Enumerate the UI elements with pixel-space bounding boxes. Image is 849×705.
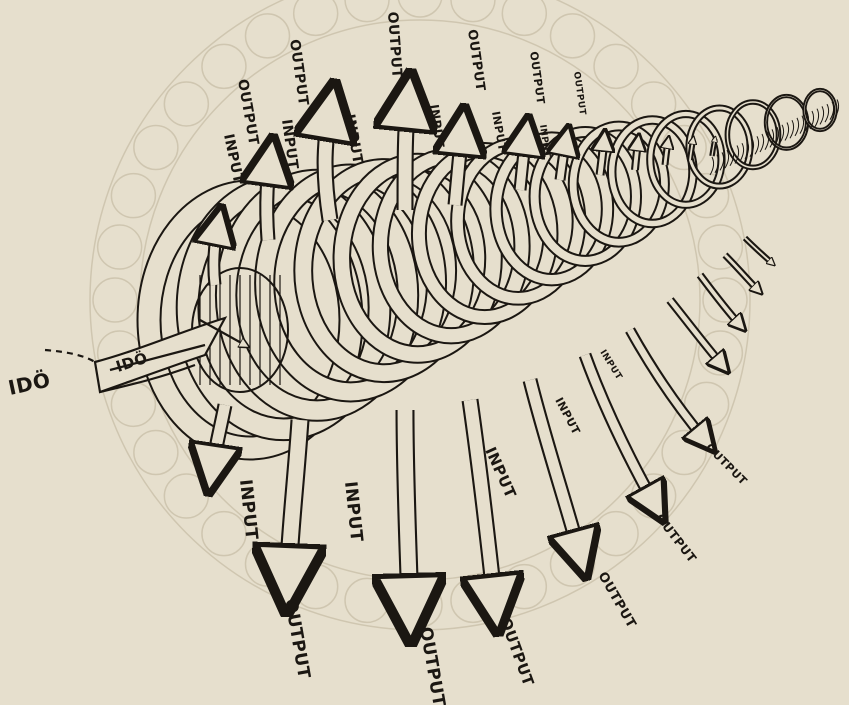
bottom-output-label: OUTPUT	[653, 511, 700, 565]
background-cell	[594, 512, 638, 556]
tip-stroke	[800, 116, 804, 134]
lower-arrow	[745, 238, 772, 263]
top-output-label: OUTPUT	[384, 11, 405, 79]
lower-arrow	[405, 410, 410, 610]
upper-arrow	[520, 135, 526, 190]
top-input-label: INPUT	[341, 113, 366, 166]
top-output-label: OUTPUT	[234, 78, 261, 147]
background-cell	[294, 0, 338, 35]
bottom-input-label: INPUT	[552, 395, 582, 437]
background-cell	[502, 0, 546, 35]
background-cell	[345, 0, 389, 22]
tip-stroke	[795, 118, 799, 136]
tip-stroke	[825, 104, 829, 122]
top-input-label: INPUT	[220, 133, 246, 186]
tip-stroke	[755, 136, 759, 154]
bottom-input-label: INPUT	[597, 348, 623, 382]
top-input-label: INPUT	[278, 118, 301, 170]
tip-stroke	[815, 109, 819, 127]
bottom-input-label: INPUT	[340, 480, 366, 543]
tip-stroke	[790, 120, 794, 138]
background-cell	[451, 0, 495, 22]
lower-arrow	[700, 275, 740, 325]
bottom-input-label: INPUT	[235, 478, 261, 541]
background-cell	[93, 278, 137, 322]
bottom-output-label: OUTPUT	[415, 625, 449, 705]
tip-stroke	[820, 106, 824, 124]
bottom-output-label: OUTPUT	[595, 570, 639, 632]
top-input-label: INPUT	[427, 103, 447, 149]
lower-arrow	[212, 405, 225, 470]
upper-arrow	[267, 160, 270, 240]
top-output-label: OUTPUT	[464, 28, 488, 92]
background-cell	[134, 126, 178, 170]
background-cell	[164, 474, 208, 518]
upper-arrow	[325, 110, 330, 220]
tip-stroke	[760, 134, 764, 152]
bottom-output-label: OUTPUT	[280, 597, 314, 680]
top-output-label: OUTPUT	[286, 38, 311, 107]
ring-band	[766, 96, 807, 149]
upper-arrow	[455, 130, 462, 205]
background-cell	[111, 174, 155, 218]
upper-arrow	[214, 225, 218, 285]
background-cell	[134, 431, 178, 475]
top-output-label: OUTPUT	[571, 71, 587, 116]
background-cell	[398, 0, 442, 17]
background-cell	[111, 382, 155, 426]
upper-arrow	[405, 100, 408, 210]
background-cell	[164, 82, 208, 126]
ido-outer-label: IDÖ	[6, 368, 53, 400]
top-output-label: OUTPUT	[527, 51, 547, 106]
lower-arrow	[630, 330, 705, 440]
tip-stroke	[740, 143, 744, 161]
background-cell	[594, 44, 638, 88]
bottom-output-label: OUTPUT	[496, 615, 537, 689]
bottom-output-label: OUTPUT	[703, 441, 750, 488]
background-cell	[345, 578, 389, 622]
background-cell	[246, 14, 290, 58]
ring-band	[727, 102, 778, 167]
background-cell	[502, 565, 546, 609]
tip-stroke	[785, 123, 789, 141]
background-cell	[98, 225, 142, 269]
background-cell	[551, 14, 595, 58]
tip-stroke	[710, 157, 714, 175]
